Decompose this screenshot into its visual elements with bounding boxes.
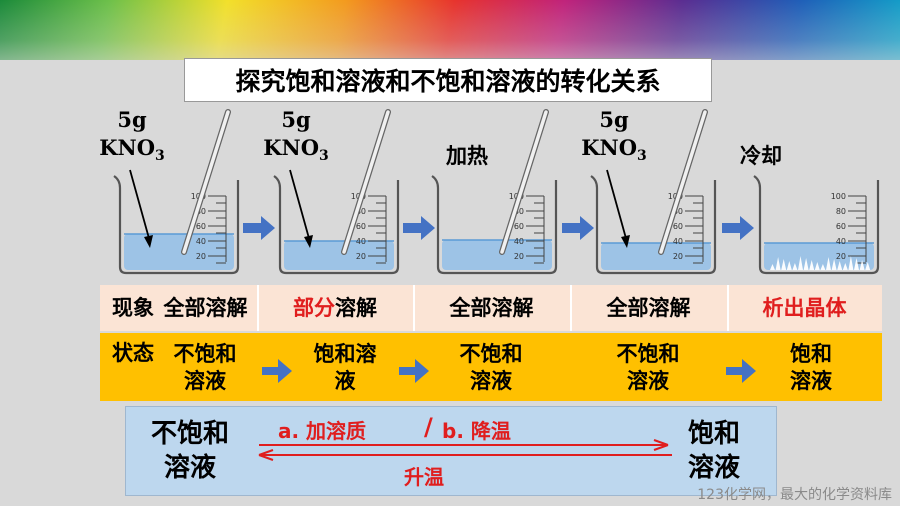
- beaker-4-label: 5g KNO3: [574, 106, 654, 170]
- process-arrow-2: [403, 216, 435, 240]
- method-heat: 升温: [404, 465, 444, 489]
- beaker-1-formula: KNO3: [99, 135, 165, 165]
- beaker-1-add-arrowhead: [144, 235, 153, 248]
- beaker-2-rod: [342, 110, 390, 254]
- col-divider: [570, 285, 572, 331]
- beaker-5-scale-label: 20: [836, 252, 846, 261]
- beaker-3-label: 加热: [446, 144, 488, 168]
- beaker-4-scale-label: 20: [673, 252, 683, 261]
- beaker-1-scale-label: 80: [196, 207, 206, 216]
- beaker-4-scale-label: 80: [673, 207, 683, 216]
- beaker-1-label: 5g KNO3: [92, 106, 172, 170]
- beaker-1-liquid: [124, 234, 234, 270]
- conversion-arrows: [258, 439, 672, 461]
- state-cell-1: 不饱和溶液: [173, 342, 237, 393]
- beaker-4-mass: 5g: [599, 107, 629, 132]
- process-arrow-1: [243, 216, 275, 240]
- phenomenon-cell-5: 析出晶体: [762, 295, 847, 320]
- beaker-3-rod: [500, 110, 548, 254]
- phenomenon-header: 现象: [112, 295, 154, 320]
- forward-arrow: [259, 439, 669, 451]
- state-arrow-1: [262, 359, 292, 383]
- saturated-label: 饱和溶液: [687, 419, 740, 483]
- beaker-1-scale-label: 20: [196, 252, 206, 261]
- beaker-2-label: 5g KNO3: [256, 106, 336, 170]
- beaker-4-rod: [659, 110, 707, 254]
- beaker-1-glass: [113, 175, 240, 275]
- beaker-3-scale-label: 60: [514, 222, 524, 231]
- state-cell-2: 饱和溶液: [313, 342, 377, 393]
- method-slash: /: [424, 413, 433, 441]
- beaker-2-scale-label: 80: [356, 207, 366, 216]
- conversion-box: 不饱和溶液 饱和溶液 a. 加溶质 / b. 降温 升温: [125, 406, 777, 496]
- beaker-2-scale-label: 60: [356, 222, 366, 231]
- beaker-3-scale-label: 80: [514, 207, 524, 216]
- beaker-5-scale-label: 60: [836, 222, 846, 231]
- beaker-1-scale-label: 60: [196, 222, 206, 231]
- phenomenon-cell-3: 全部溶解: [449, 295, 534, 320]
- phenomenon-row: [100, 285, 882, 331]
- method-cool: b. 降温: [442, 419, 511, 443]
- col-divider: [413, 285, 415, 331]
- state-cell-3: 不饱和溶液: [459, 342, 523, 393]
- state-arrow-3: [726, 359, 756, 383]
- beaker-5-liquid: [764, 243, 874, 270]
- phenomenon-cell-4: 全部溶解: [606, 295, 691, 320]
- beaker-2-scale-label: 20: [356, 252, 366, 261]
- beaker-5-glass: [753, 175, 880, 275]
- beaker-1-rod: [182, 110, 230, 254]
- process-arrow-4: [722, 216, 754, 240]
- beaker-4-scale-label: 60: [673, 222, 683, 231]
- beaker-3-glass: [431, 175, 558, 275]
- beaker-4-scale-label: 40: [673, 237, 683, 246]
- beaker-5-scale-label: 80: [836, 207, 846, 216]
- method-add-solute: a. 加溶质: [278, 419, 367, 443]
- beaker-5-scale-label: 100: [831, 192, 846, 201]
- state-cell-5: 饱和溶液: [790, 342, 832, 393]
- beaker-4-add-arrowhead: [621, 235, 630, 248]
- beaker-2-formula: KNO3: [263, 135, 329, 165]
- beaker-1-add-arrow: [129, 169, 151, 243]
- phenomenon-cell-2: 部分溶解: [293, 295, 377, 320]
- slide-title: 探究饱和溶液和不饱和溶液的转化关系: [184, 58, 712, 102]
- watermark: 123化学网，最大的化学资料库: [697, 487, 892, 503]
- beaker-4-liquid: [601, 243, 711, 270]
- beaker-3-scale-label: 20: [514, 252, 524, 261]
- beaker-4-glass: [590, 175, 717, 275]
- result-table: 现象 状态 全部溶解 部分溶解 全部溶解 全部溶解 析出晶体 不饱和溶液 饱和溶…: [100, 285, 882, 401]
- col-divider: [257, 285, 259, 331]
- unsaturated-label: 不饱和溶液: [150, 419, 229, 483]
- col-divider: [727, 285, 729, 331]
- beaker-1-mass: 5g: [117, 107, 147, 132]
- beaker-5-scale-label: 40: [836, 237, 846, 246]
- beaker-diagram: 1008060402010080604020100806040201008060…: [113, 109, 880, 275]
- state-header: 状态: [112, 340, 154, 365]
- reverse-arrow: [258, 449, 672, 461]
- state-arrow-2: [399, 359, 429, 383]
- beaker-2-add-arrow: [289, 169, 311, 243]
- beaker-4-add-arrow: [606, 169, 628, 243]
- beaker-2-add-arrowhead: [304, 235, 313, 248]
- beaker-3-liquid: [442, 240, 552, 270]
- state-row: [100, 333, 882, 401]
- phenomenon-cell-1: 全部溶解: [163, 295, 248, 320]
- state-arrows: [262, 359, 756, 383]
- beaker-3-scale-label: 40: [514, 237, 524, 246]
- beaker-1-scale-label: 40: [196, 237, 206, 246]
- process-arrow-3: [562, 216, 594, 240]
- beaker-2-liquid: [284, 241, 394, 270]
- beaker-5-crystals: [770, 256, 871, 270]
- beaker-2-scale-label: 40: [356, 237, 366, 246]
- state-cell-4: 不饱和溶液: [616, 342, 680, 393]
- beaker-4-formula: KNO3: [581, 135, 647, 165]
- beaker-2-glass: [273, 175, 400, 275]
- beaker-5-label: 冷却: [740, 144, 782, 168]
- beaker-2-mass: 5g: [281, 107, 311, 132]
